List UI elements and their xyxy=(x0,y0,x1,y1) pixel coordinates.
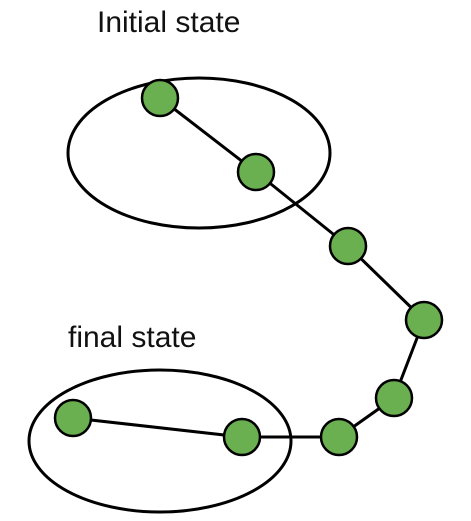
node-n1 xyxy=(140,78,180,118)
node-n8 xyxy=(53,398,93,438)
node-n7 xyxy=(222,417,262,457)
nodes-layer xyxy=(53,78,444,457)
edge-n1-n2 xyxy=(158,96,258,174)
final-state-label: final state xyxy=(68,321,196,354)
edge-n2-n3 xyxy=(254,170,350,248)
node-n4 xyxy=(404,300,444,340)
edge-n7-n8 xyxy=(71,416,244,439)
edges-layer xyxy=(71,96,426,439)
node-n3 xyxy=(328,226,368,266)
node-n5 xyxy=(374,378,414,418)
initial-state-ellipse xyxy=(66,76,332,230)
initial-state-label: Initial state xyxy=(97,6,240,39)
node-n6 xyxy=(319,417,359,457)
final-state-ellipse xyxy=(27,368,293,514)
node-n2 xyxy=(236,152,276,192)
